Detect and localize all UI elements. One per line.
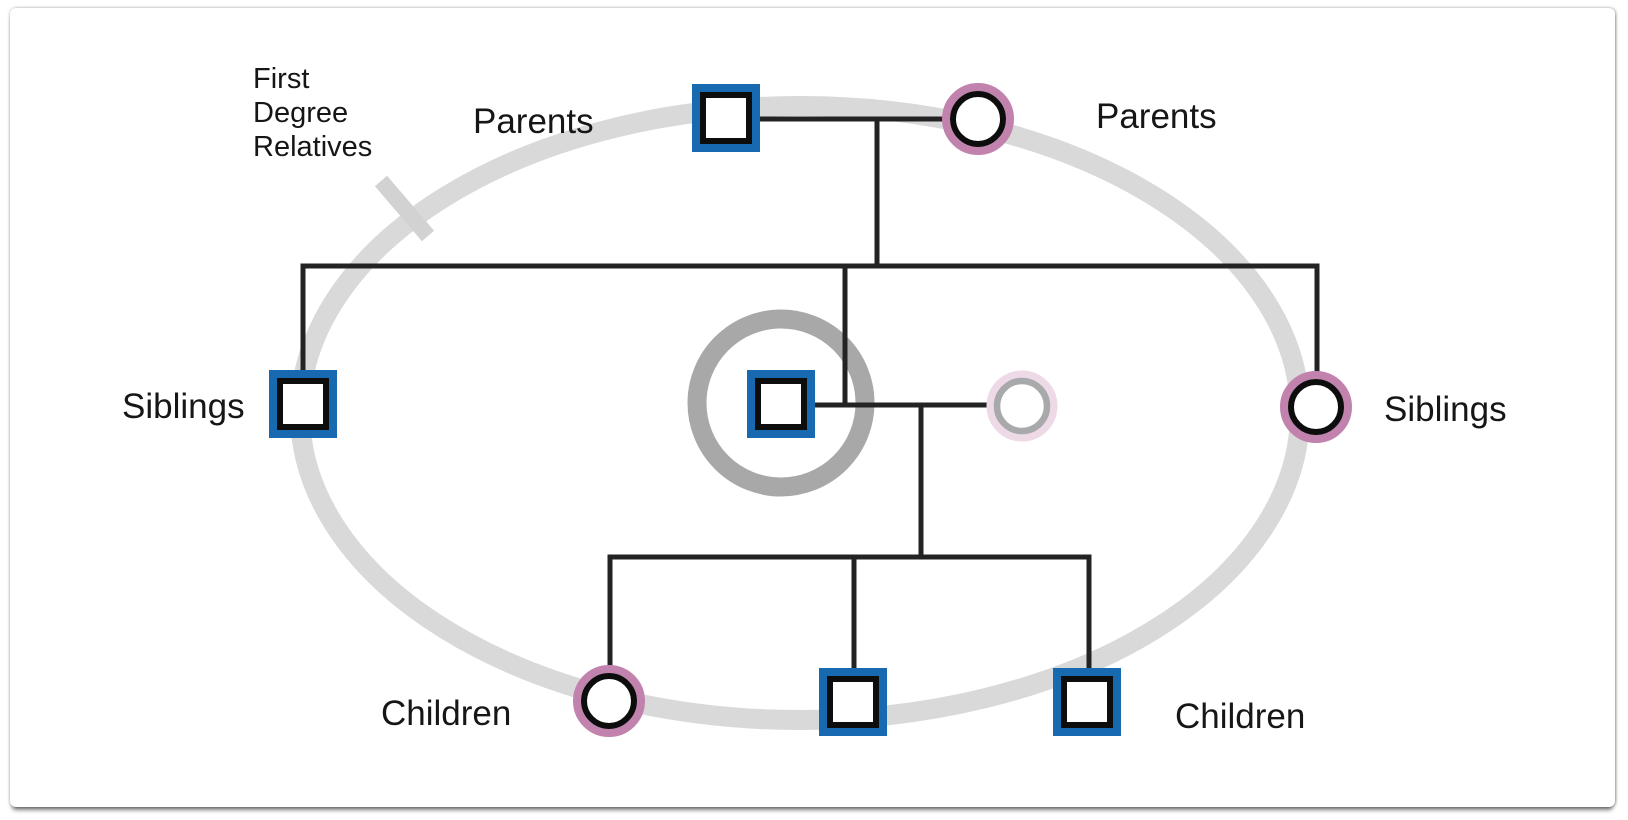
child-male-square-1 — [819, 668, 887, 736]
child-male-square-2 — [1053, 668, 1121, 736]
sibling-female-circle — [1280, 371, 1352, 443]
child-male-square-1-inner — [827, 676, 879, 728]
parents-label-left: Parents — [473, 102, 594, 141]
child-female-circle-inner — [581, 673, 637, 729]
parents-label-right: Parents — [1096, 97, 1217, 136]
proband-square-inner — [755, 378, 807, 430]
child-male-square-2-inner — [1061, 676, 1113, 728]
sibling-male-square-inner — [277, 378, 329, 430]
father-square — [692, 84, 760, 152]
siblings-label-right: Siblings — [1384, 390, 1507, 429]
siblings-label-left: Siblings — [122, 387, 245, 426]
partner-circle — [986, 370, 1058, 442]
children-label-right: Children — [1175, 697, 1306, 736]
sibling-male-square — [269, 370, 337, 438]
mother-circle — [942, 83, 1014, 155]
label-callout-tick — [374, 175, 435, 242]
father-square-inner — [700, 92, 752, 144]
children-label-left: Children — [381, 694, 512, 733]
sibling-female-circle-inner — [1288, 379, 1344, 435]
child-female-circle — [573, 665, 645, 737]
first-degree-relatives-label: First Degree Relatives — [253, 63, 373, 163]
mother-circle-inner — [950, 91, 1006, 147]
proband-square — [747, 370, 815, 438]
partner-circle-inner — [993, 377, 1051, 435]
